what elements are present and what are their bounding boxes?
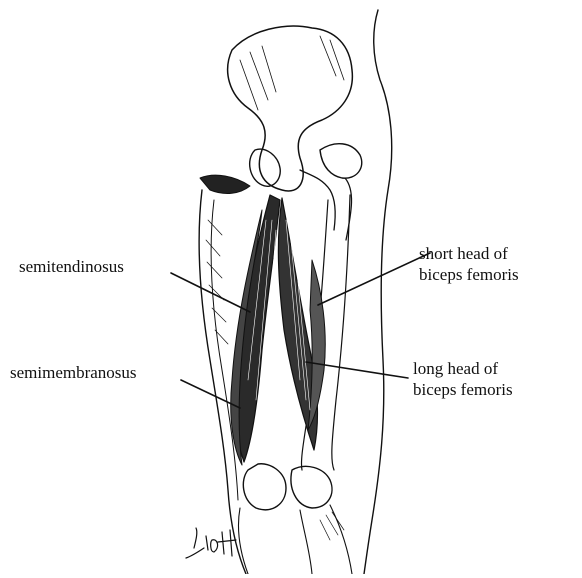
label-long-head-line1: long head of [413, 358, 513, 379]
label-long-head-biceps-femoris: long head of biceps femoris [413, 358, 513, 400]
label-short-head-line1: short head of [419, 243, 519, 264]
left-hatching [206, 220, 228, 344]
leader-semitendinosus [171, 273, 250, 312]
upper-left-shadow [200, 175, 250, 193]
femur-head [320, 144, 362, 179]
knee-left-condyle [243, 464, 286, 510]
knee-hatching [320, 512, 344, 540]
knee-right-condyle [291, 466, 332, 508]
artist-signature [186, 528, 236, 558]
lower-leg [238, 505, 352, 574]
label-semitendinosus-text: semitendinosus [19, 256, 124, 277]
label-semimembranosus-text: semimembranosus [10, 362, 137, 383]
body-contour-right [364, 10, 392, 574]
label-long-head-line2: biceps femoris [413, 379, 513, 400]
label-short-head-biceps-femoris: short head of biceps femoris [419, 243, 519, 285]
label-semitendinosus: semitendinosus [19, 256, 124, 277]
label-short-head-line2: biceps femoris [419, 264, 519, 285]
label-semimembranosus: semimembranosus [10, 362, 137, 383]
leader-short-head [318, 253, 430, 305]
pelvis-shading [240, 36, 344, 110]
